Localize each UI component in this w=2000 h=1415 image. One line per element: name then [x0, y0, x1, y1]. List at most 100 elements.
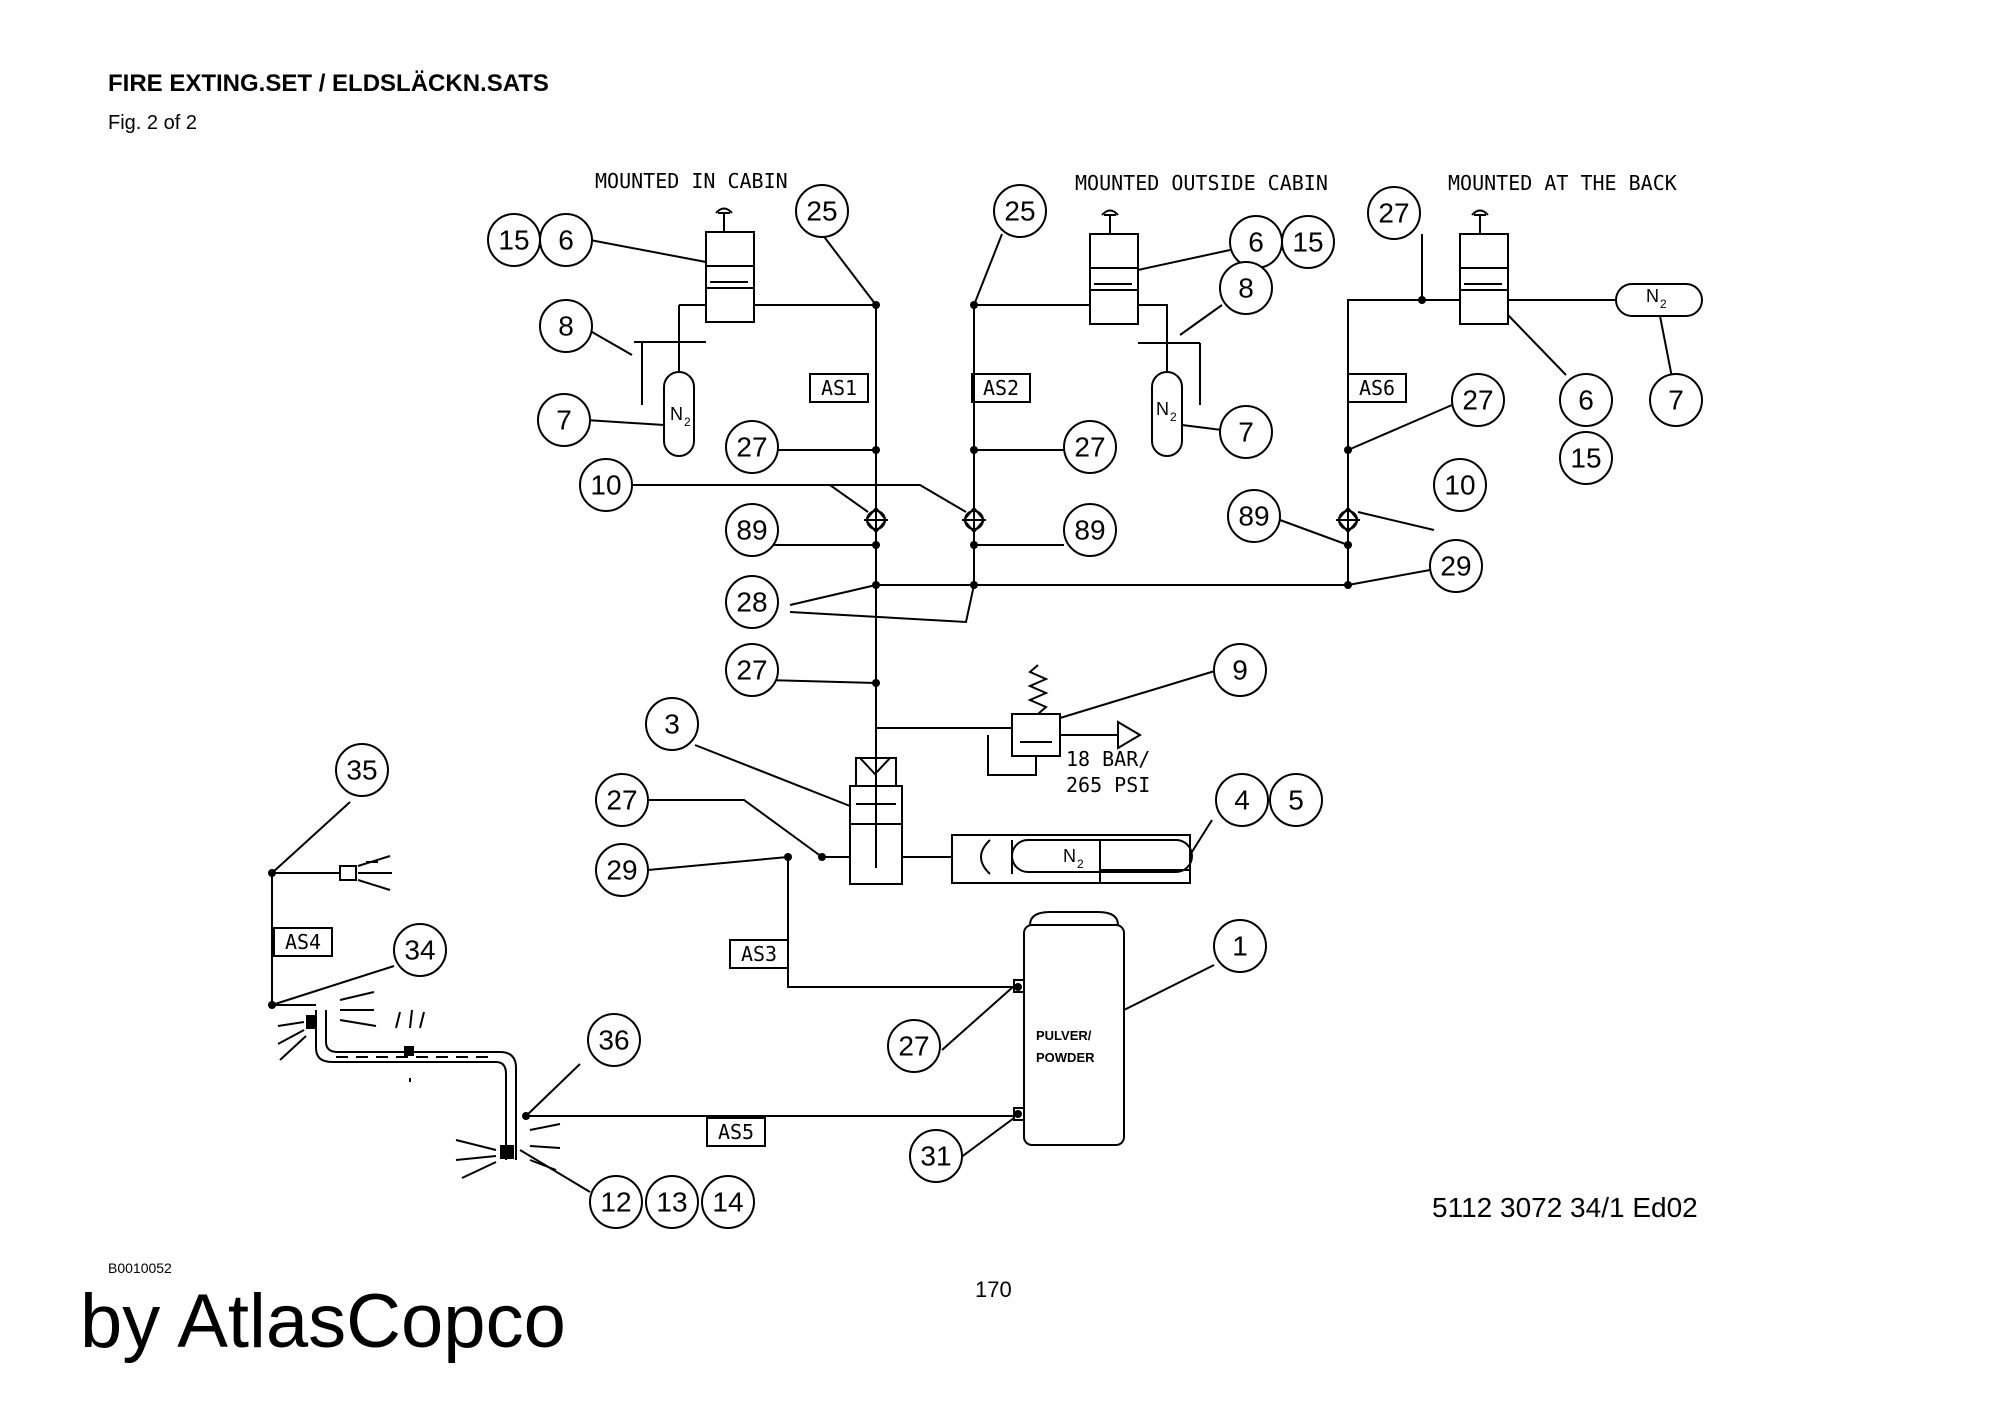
svg-text:34: 34	[404, 935, 435, 966]
svg-text:AS1: AS1	[821, 376, 857, 400]
callout-35: 35	[335, 743, 389, 797]
svg-text:6: 6	[1248, 227, 1264, 258]
callout-5: 5	[1269, 773, 1323, 827]
svg-text:N: N	[1063, 846, 1076, 866]
actuator-cabin	[705, 207, 755, 323]
page-number: 170	[975, 1277, 1012, 1302]
callout-7: 7	[537, 393, 591, 447]
svg-text:2: 2	[1170, 410, 1177, 424]
svg-text:2: 2	[1077, 857, 1084, 871]
svg-text:AS2: AS2	[983, 376, 1019, 400]
callout-12: 12	[589, 1175, 643, 1229]
svg-text:15: 15	[1570, 443, 1601, 474]
svg-text:9: 9	[1232, 655, 1248, 686]
svg-text:15: 15	[1292, 227, 1323, 258]
label-mounted-in-cabin: MOUNTED IN CABIN	[595, 169, 788, 193]
label-mounted-at-back: MOUNTED AT THE BACK	[1448, 171, 1677, 195]
svg-text:27: 27	[898, 1031, 929, 1062]
callout-8: 8	[1219, 261, 1273, 315]
svg-text:27: 27	[736, 432, 767, 463]
tag-as5: AS5	[706, 1117, 766, 1147]
svg-text:N: N	[1646, 286, 1659, 306]
label-pressure-psi: 265 PSI	[1066, 773, 1150, 797]
callout-15: 15	[487, 213, 541, 267]
svg-text:28: 28	[736, 587, 767, 618]
svg-text:13: 13	[656, 1187, 687, 1218]
callout-3: 3	[645, 697, 699, 751]
page-title: FIRE EXTING.SET / ELDSLÄCKN.SATS	[108, 70, 549, 97]
label-powder: POWDER	[1036, 1050, 1095, 1065]
svg-text:36: 36	[598, 1025, 629, 1056]
svg-text:7: 7	[556, 405, 572, 436]
svg-text:89: 89	[1074, 515, 1105, 546]
svg-text:29: 29	[1440, 551, 1471, 582]
actuator-back	[1459, 209, 1509, 325]
callout-27: 27	[725, 420, 779, 474]
nozzle-pipe	[306, 1010, 517, 1160]
callout-89: 89	[1063, 503, 1117, 557]
tag-as3: AS3	[729, 939, 789, 969]
tag-as6: AS6	[1347, 373, 1407, 403]
svg-text:25: 25	[806, 196, 837, 227]
svg-text:15: 15	[498, 225, 529, 256]
callout-10: 10	[579, 458, 633, 512]
n2-cartridge: N 2	[902, 834, 1193, 884]
svg-text:6: 6	[558, 225, 574, 256]
svg-text:AS5: AS5	[718, 1120, 754, 1144]
callout-31: 31	[909, 1129, 963, 1183]
tag-as2: AS2	[971, 373, 1031, 403]
svg-text:N: N	[670, 404, 683, 424]
svg-text:31: 31	[920, 1141, 951, 1172]
svg-text:2: 2	[684, 415, 691, 429]
callout-27: 27	[1063, 420, 1117, 474]
svg-text:8: 8	[1238, 273, 1254, 304]
document-id: B0010052	[108, 1260, 172, 1276]
svg-text:AS3: AS3	[741, 942, 777, 966]
svg-text:AS6: AS6	[1359, 376, 1395, 400]
callout-15: 15	[1281, 215, 1335, 269]
label-pulver: PULVER/	[1036, 1028, 1092, 1043]
svg-text:4: 4	[1234, 785, 1250, 816]
svg-text:27: 27	[1074, 432, 1105, 463]
svg-text:29: 29	[606, 855, 637, 886]
svg-text:89: 89	[736, 515, 767, 546]
n2-bottle-outside: N 2	[1151, 371, 1183, 457]
callout-10: 10	[1433, 458, 1487, 512]
cabin-bracket	[634, 304, 706, 405]
callout-6: 6	[1229, 215, 1283, 269]
callout-89: 89	[1227, 489, 1281, 543]
callout-7: 7	[1649, 373, 1703, 427]
svg-text:25: 25	[1004, 196, 1035, 227]
callout-7: 7	[1219, 405, 1273, 459]
n2-bottle-back: N 2	[1615, 283, 1703, 317]
callout-27: 27	[1367, 186, 1421, 240]
callout-25: 25	[795, 184, 849, 238]
svg-text:14: 14	[712, 1187, 743, 1218]
hose-as3	[787, 857, 1014, 988]
label-mounted-outside-cabin: MOUNTED OUTSIDE CABIN	[1075, 171, 1328, 195]
spray-lines	[277, 991, 561, 1179]
label-pressure-bar: 18 BAR/	[1066, 747, 1150, 771]
svg-text:AS4: AS4	[285, 930, 321, 954]
svg-text:7: 7	[1668, 385, 1684, 416]
svg-text:N: N	[1156, 399, 1169, 419]
callout-89: 89	[725, 503, 779, 557]
main-valve	[849, 683, 903, 885]
svg-text:3: 3	[664, 709, 680, 740]
figure-label: Fig. 2 of 2	[108, 112, 197, 134]
relief-valve	[876, 664, 1142, 776]
svg-text:27: 27	[736, 655, 767, 686]
svg-text:1: 1	[1232, 931, 1248, 962]
callout-27: 27	[595, 773, 649, 827]
callout-36: 36	[587, 1013, 641, 1067]
callout-9: 9	[1213, 643, 1267, 697]
actuator-outside	[1089, 209, 1139, 325]
brand-logo-text: by AtlasCopco	[80, 1279, 566, 1364]
svg-text:27: 27	[1378, 198, 1409, 229]
callout-15: 15	[1559, 431, 1613, 485]
callout-6: 6	[539, 213, 593, 267]
leader-lines	[271, 233, 1677, 1193]
callout-8: 8	[539, 299, 593, 353]
callout-29: 29	[595, 843, 649, 897]
